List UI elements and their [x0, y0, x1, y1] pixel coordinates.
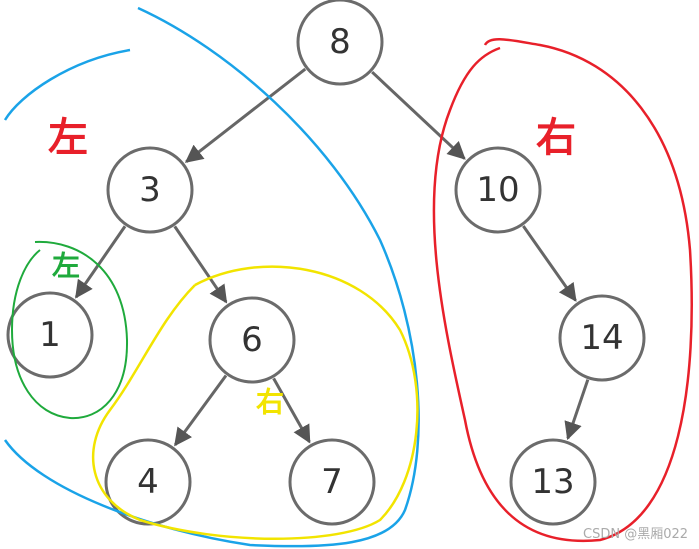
red-right-subtree-outline [432, 38, 693, 543]
tree-node-4: 4 [104, 438, 192, 526]
edge-8-3 [184, 67, 307, 163]
node-label: 1 [39, 315, 61, 355]
tree-node-6: 6 [208, 296, 296, 384]
node-label: 4 [137, 462, 159, 502]
green-node1-outline [10, 240, 129, 420]
node-label: 8 [329, 22, 351, 62]
yellow-node6-outline [91, 265, 419, 540]
right-label-sub: 右 [256, 386, 284, 419]
node-circle [509, 438, 597, 526]
node-circle [558, 294, 646, 382]
node-circle [104, 438, 192, 526]
node-circle [288, 438, 376, 526]
tree-node-7: 7 [288, 438, 376, 526]
edge-3-1 [74, 225, 127, 299]
nodes: 8 3 10 1 6 14 4 7 13 [6, 0, 646, 526]
right-label-root: 右 [536, 115, 576, 161]
node-circle [296, 0, 384, 86]
tree-node-13: 13 [509, 438, 597, 526]
tree-node-8: 8 [296, 0, 384, 86]
tree-node-1: 1 [6, 291, 94, 379]
node-label: 7 [321, 462, 343, 502]
watermark: CSDN @黑厢022 [583, 527, 688, 542]
tree-node-3: 3 [106, 146, 194, 234]
node-label: 14 [580, 318, 623, 358]
left-label-sub: 左 [52, 250, 80, 283]
edge-6-4 [173, 374, 228, 447]
node-circle [6, 291, 94, 379]
edge-8-10 [371, 70, 466, 160]
edge-14-13 [564, 379, 590, 441]
edge-6-7 [272, 377, 311, 444]
node-label: 6 [241, 320, 263, 360]
node-circle [208, 296, 296, 384]
edge-10-14 [522, 225, 577, 302]
left-label-root: 左 [48, 115, 88, 161]
node-label: 10 [476, 170, 519, 210]
edges [74, 67, 590, 447]
edge-3-6 [173, 225, 228, 304]
node-circle [454, 146, 542, 234]
node-circle [106, 146, 194, 234]
node-label: 13 [531, 462, 574, 502]
node-label: 3 [139, 170, 161, 210]
tree-node-10: 10 [454, 146, 542, 234]
tree-node-14: 14 [558, 294, 646, 382]
